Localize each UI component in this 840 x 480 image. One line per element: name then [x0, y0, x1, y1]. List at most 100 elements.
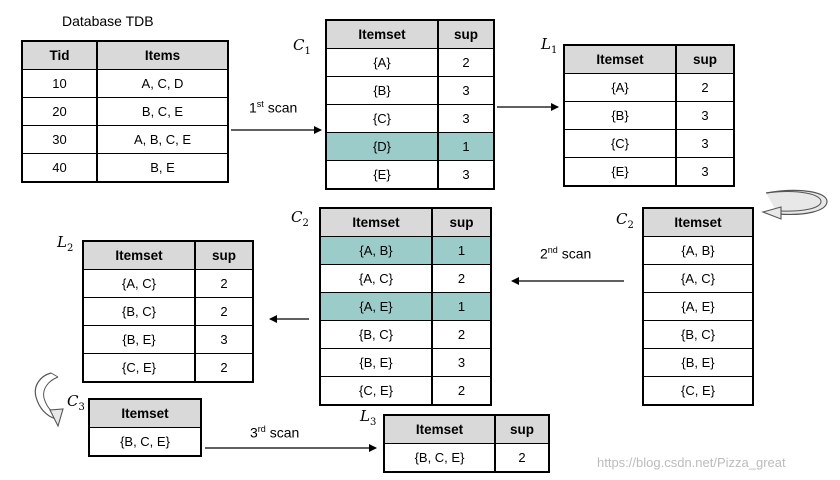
support-cell: 3 — [675, 129, 735, 158]
table-row: {C, E}2 — [319, 376, 492, 406]
support-cell: 2 — [437, 48, 495, 77]
table-row: {C}3 — [325, 104, 495, 133]
support-cell: 3 — [194, 325, 254, 354]
support-cell: 2 — [675, 73, 735, 102]
database-title: Database TDB — [62, 13, 154, 29]
support-cell: 2 — [194, 353, 254, 383]
support-cell: 1 — [431, 292, 492, 321]
itemset-cell: {C, E} — [642, 376, 754, 406]
column-header: Itemset — [563, 44, 677, 74]
table-row: {D}1 — [325, 132, 495, 161]
items-cell: A, B, C, E — [96, 125, 229, 154]
table-header-row: Tid Items — [21, 40, 229, 70]
table-header-row: Itemset — [88, 398, 202, 428]
table-row: {C, E} — [642, 376, 754, 406]
support-cell: 3 — [431, 348, 492, 377]
itemset-cell: {B, C} — [319, 320, 433, 349]
column-header: sup — [494, 414, 550, 444]
tid-cell: 40 — [21, 153, 98, 183]
table-row: {B, C, E} — [88, 427, 202, 457]
support-cell: 3 — [675, 157, 735, 187]
c3-table: Itemset{B, C, E} — [88, 398, 202, 457]
column-header: Items — [96, 40, 229, 70]
column-header: Itemset — [319, 207, 433, 237]
curved-arrow-icon-right — [761, 189, 828, 220]
table-row: {E}3 — [563, 157, 735, 187]
table-row: {B, C}2 — [319, 320, 492, 349]
itemset-cell: {A, B} — [642, 236, 754, 265]
table-row: {A, C}2 — [82, 269, 254, 298]
itemset-cell: {D} — [325, 132, 439, 161]
table-row: {A, C} — [642, 264, 754, 293]
itemset-cell: {C, E} — [82, 353, 196, 383]
support-cell: 3 — [437, 104, 495, 133]
column-header: Tid — [21, 40, 98, 70]
items-cell: B, E — [96, 153, 229, 183]
curved-arrow-icon-left — [34, 372, 64, 428]
c2-mid-label: C2 — [291, 208, 309, 229]
itemset-cell: {B, C, E} — [383, 443, 496, 473]
c3-label: C3 — [67, 392, 85, 413]
column-header: Itemset — [88, 398, 202, 428]
support-cell: 2 — [431, 376, 492, 406]
table-row: {B, E}3 — [319, 348, 492, 377]
table-row: {B}3 — [325, 76, 495, 105]
column-header: sup — [431, 207, 492, 237]
itemset-cell: {B, C} — [642, 320, 754, 349]
table-row: {A, B} — [642, 236, 754, 265]
support-cell: 2 — [494, 443, 550, 473]
table-row: {B, E}3 — [82, 325, 254, 354]
table-row: {E}3 — [325, 160, 495, 190]
items-cell: B, C, E — [96, 97, 229, 126]
itemset-cell: {B, C, E} — [88, 427, 202, 457]
c2-candidates-table: Itemset{A, B}{A, C}{A, E}{B, C}{B, E}{C,… — [642, 207, 754, 406]
itemset-cell: {B, E} — [319, 348, 433, 377]
column-header: Itemset — [383, 414, 496, 444]
itemset-cell: {A} — [325, 48, 439, 77]
table-row: {B, C} — [642, 320, 754, 349]
table-row: {A}2 — [563, 73, 735, 102]
table-row: {C}3 — [563, 129, 735, 158]
third-scan-label: 3rd scan — [250, 424, 300, 441]
table-row: {A}2 — [325, 48, 495, 77]
itemset-cell: {C} — [325, 104, 439, 133]
l2-label: L2 — [57, 233, 74, 254]
column-header: sup — [437, 19, 495, 49]
l1-label: L1 — [541, 35, 558, 56]
support-cell: 2 — [431, 320, 492, 349]
table-row: {B, C, E}2 — [383, 443, 550, 473]
table-row: {A, E} — [642, 292, 754, 321]
table-row: {B}3 — [563, 101, 735, 130]
table-row: {A, E}1 — [319, 292, 492, 321]
column-header: Itemset — [82, 240, 196, 270]
itemset-cell: {C, E} — [319, 376, 433, 406]
support-cell: 3 — [437, 160, 495, 190]
itemset-cell: {C} — [563, 129, 677, 158]
itemset-cell: {A, C} — [642, 264, 754, 293]
support-cell: 1 — [437, 132, 495, 161]
itemset-cell: {B} — [563, 101, 677, 130]
watermark: https://blog.csdn.net/Pizza_great — [597, 455, 786, 470]
table-row: {A, C}2 — [319, 264, 492, 293]
itemset-cell: {A, E} — [319, 292, 433, 321]
itemset-cell: {A} — [563, 73, 677, 102]
c1-label: C1 — [293, 36, 311, 57]
support-cell: 3 — [437, 76, 495, 105]
items-cell: A, C, D — [96, 69, 229, 98]
l3-label: L3 — [360, 407, 377, 428]
itemset-cell: {A, B} — [319, 236, 433, 265]
column-header: Itemset — [325, 19, 439, 49]
itemset-cell: {A, C} — [319, 264, 433, 293]
second-scan-label: 2nd scan — [540, 245, 592, 262]
